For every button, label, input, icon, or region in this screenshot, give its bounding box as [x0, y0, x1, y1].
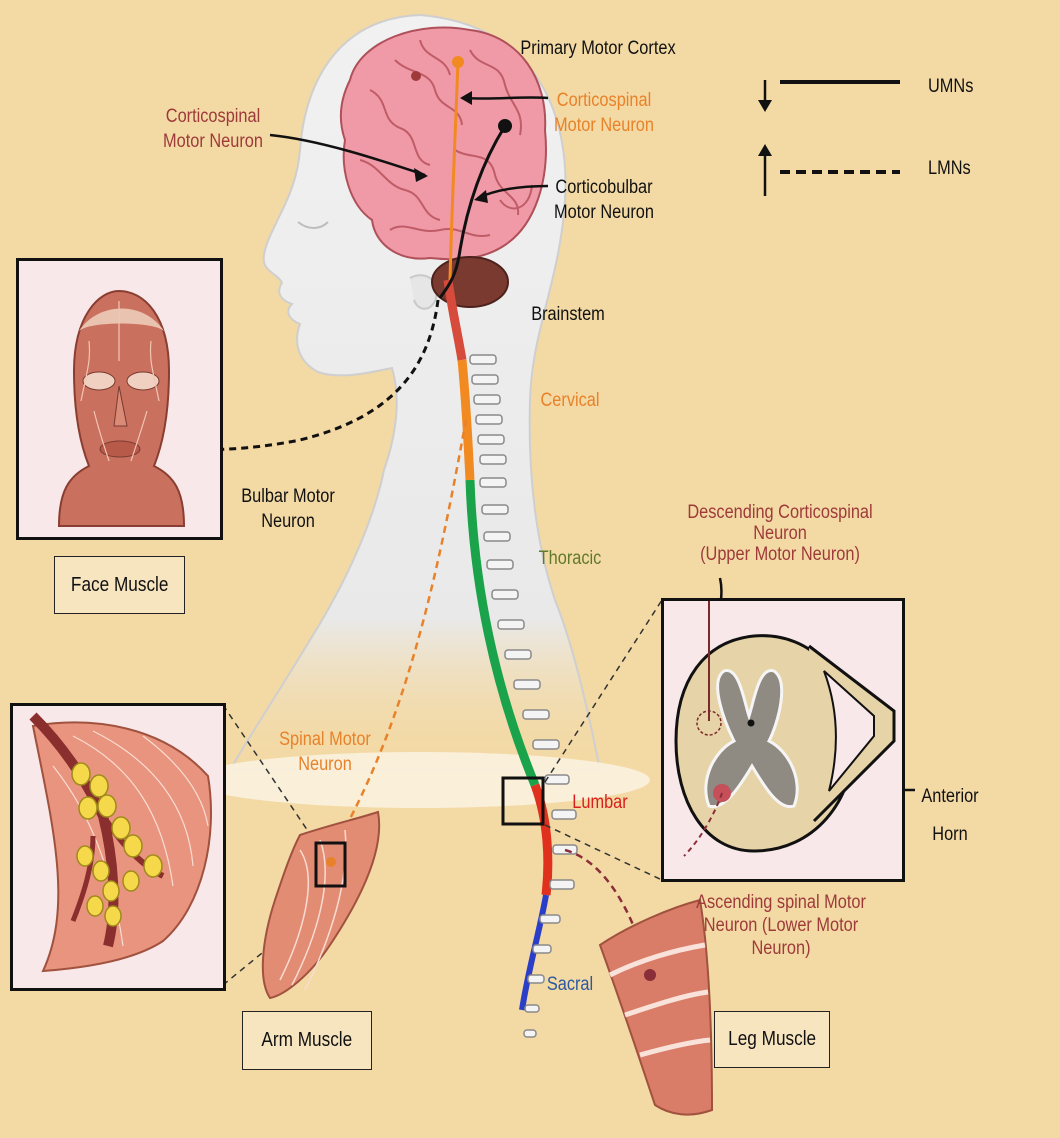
- corticobulbar-line-1: Corticobulbar: [544, 175, 664, 200]
- cross-section-illustration: [664, 601, 902, 879]
- legend-lmns-label: LMNs: [928, 158, 971, 180]
- thoracic-label: Thoracic: [527, 546, 613, 571]
- brainstem-label: Brainstem: [516, 302, 619, 327]
- face-anatomy-illustration: [19, 261, 220, 537]
- corticospinal-right-line-2: Motor Neuron: [544, 113, 664, 138]
- spinal-cord-cross-section-inset: [661, 598, 905, 882]
- spinal-motor-line-1: Spinal Motor: [269, 727, 381, 752]
- corticospinal-right-line-1: Corticospinal: [544, 88, 664, 113]
- corticospinal-label-right: Corticospinal Motor Neuron: [544, 88, 664, 138]
- leg-muscle-soma: [644, 969, 656, 981]
- arm-muscle-endpoint: [326, 857, 336, 867]
- primary-motor-cortex-label: Primary Motor Cortex: [512, 36, 684, 61]
- leg-muscle-caption-text: Leg Muscle: [728, 1028, 816, 1051]
- corticospinal-left-line-1: Corticospinal: [153, 104, 273, 129]
- cortex-soma-red: [411, 71, 421, 81]
- ascending-line-3: Neuron): [691, 936, 872, 961]
- ascending-line-2: Neuron (Lower Motor: [691, 913, 872, 938]
- arm-muscle-caption: Arm Muscle: [242, 1011, 372, 1070]
- sacral-label: Sacral: [536, 972, 605, 997]
- face-muscle-caption: Face Muscle: [54, 556, 185, 614]
- ascending-spinal-motor-label: Ascending spinal Motor Neuron (Lower Mot…: [691, 890, 872, 961]
- corticobulbar-soma: [498, 119, 512, 133]
- cerebellum: [432, 257, 508, 307]
- arm-muscle-caption-text: Arm Muscle: [262, 1029, 353, 1052]
- ascending-line-1: Ascending spinal Motor: [691, 890, 872, 915]
- corticospinal-soma-orange: [452, 56, 464, 68]
- bulbar-motor-neuron-label: Bulbar Motor Neuron: [228, 484, 348, 534]
- face-muscle-caption-text: Face Muscle: [71, 574, 169, 597]
- legend-umns-label: UMNs: [928, 76, 973, 98]
- corticobulbar-label: Corticobulbar Motor Neuron: [544, 175, 664, 225]
- neuromuscular-junction-illustration: [13, 706, 223, 988]
- descending-line-3: (Upper Motor Neuron): [685, 542, 874, 567]
- corticospinal-left-line-2: Motor Neuron: [153, 129, 273, 154]
- leg-muscle-caption: Leg Muscle: [714, 1011, 830, 1068]
- corticobulbar-line-2: Motor Neuron: [544, 200, 664, 225]
- bulbar-line-1: Bulbar Motor: [228, 484, 348, 509]
- descending-corticospinal-label: Descending Corticospinal Neuron (Upper M…: [685, 500, 874, 567]
- bulbar-line-2: Neuron: [228, 509, 348, 534]
- anterior-horn-line-2: Horn: [911, 816, 988, 854]
- spinal-motor-line-2: Neuron: [269, 752, 381, 777]
- spinal-motor-neuron-label: Spinal Motor Neuron: [269, 727, 381, 777]
- lumbar-label: Lumbar: [557, 790, 643, 815]
- anterior-horn-label: Anterior Horn: [911, 778, 988, 854]
- legend-graphic: [758, 80, 900, 196]
- anterior-horn-line-1: Anterior: [911, 778, 988, 816]
- arm-muscle-inset: [10, 703, 226, 991]
- corticospinal-label-left: Corticospinal Motor Neuron: [153, 104, 273, 154]
- cervical-label: Cervical: [527, 388, 613, 413]
- face-muscle-inset: [16, 258, 223, 540]
